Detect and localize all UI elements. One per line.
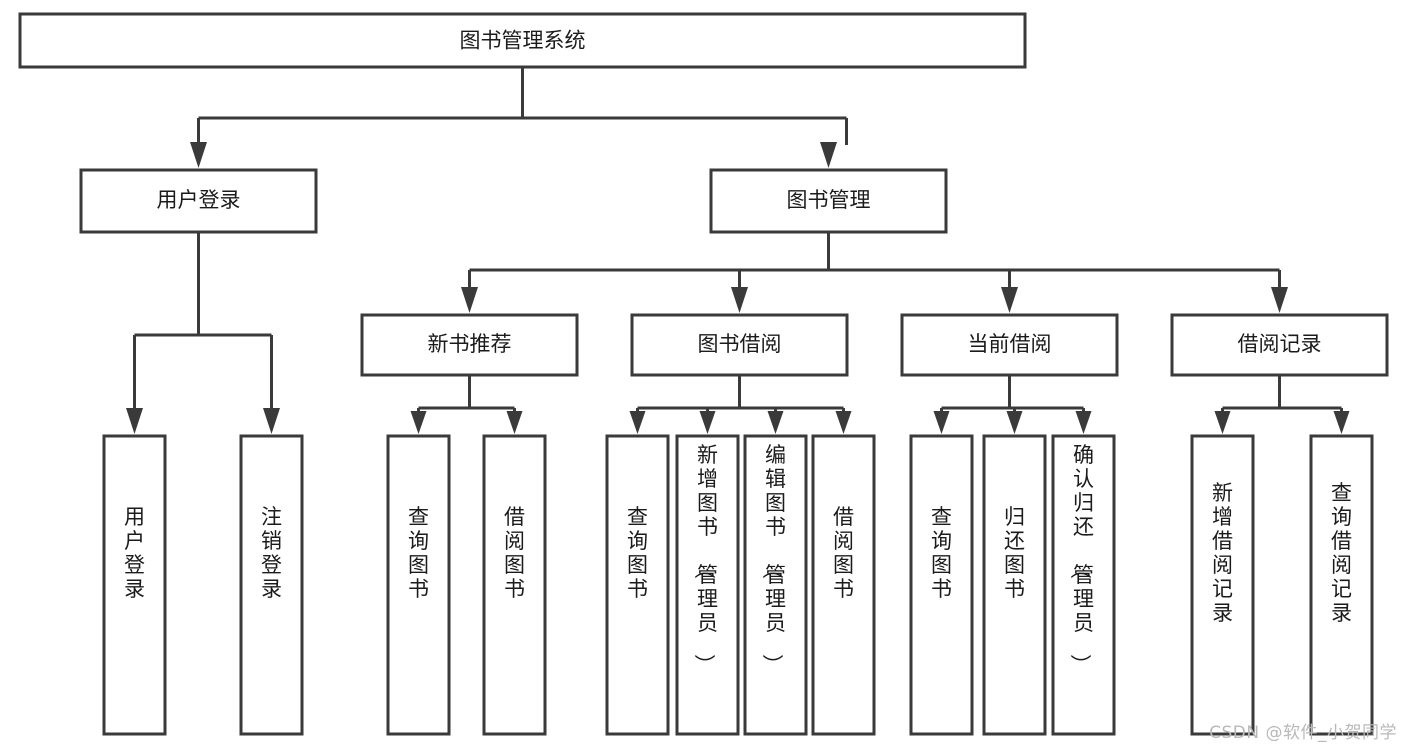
node-box[interactable] <box>1051 434 1116 736</box>
node-label-leaf-user-login: 用户登录 <box>124 505 145 601</box>
arrowhead-borrow-book-a <box>506 411 523 434</box>
node-leaf-query-book-borrow[interactable]: 查询图书 <box>605 434 670 736</box>
node-box[interactable] <box>1190 434 1255 736</box>
edge-layer <box>126 67 1350 434</box>
arrowhead-return-book <box>1006 411 1023 434</box>
node-book-management[interactable]: 图书管理 <box>709 168 948 234</box>
arrowhead-edit-book <box>767 411 784 434</box>
node-root[interactable]: 图书管理系统 <box>18 12 1027 69</box>
node-label-book-borrow: 图书借阅 <box>698 332 782 356</box>
csdn-watermark: CSDN @软件_小贺同学 <box>1209 723 1397 743</box>
node-leaf-borrow-book[interactable]: 借阅图书 <box>811 434 876 736</box>
node-label-leaf-confirm-return: 确认归还（管理员） <box>1068 443 1094 675</box>
node-box[interactable] <box>909 434 974 736</box>
node-box[interactable] <box>18 12 1027 69</box>
arrowhead-borrow-book-b <box>835 411 852 434</box>
node-current-borrow[interactable]: 当前借阅 <box>900 313 1119 377</box>
arrowhead-add-book <box>699 411 716 434</box>
node-box[interactable] <box>482 434 547 736</box>
edge-root-to-level2 <box>190 67 848 168</box>
arrowhead-query-record <box>1333 411 1350 434</box>
node-user-login[interactable]: 用户登录 <box>79 168 318 234</box>
arrowhead-book-borrow <box>731 287 748 313</box>
node-label-root: 图书管理系统 <box>460 29 586 53</box>
node-leaf-confirm-return[interactable]: 确认归还（管理员） <box>1051 434 1116 736</box>
arrowhead-query-book-a <box>410 411 427 434</box>
edge-new-book-rec-to-leaves <box>410 375 523 434</box>
node-new-book-recommendation[interactable]: 新书推荐 <box>360 313 579 377</box>
arrowhead-confirm-return <box>1075 411 1092 434</box>
node-box[interactable] <box>709 168 948 234</box>
node-box[interactable] <box>982 434 1047 736</box>
node-label-leaf-query-book-borrow: 查询图书 <box>627 505 648 601</box>
node-box[interactable] <box>79 168 318 234</box>
node-leaf-query-book-current[interactable]: 查询图书 <box>909 434 974 736</box>
arrowhead-current-borrow <box>1001 287 1018 313</box>
node-leaf-return-book[interactable]: 归还图书 <box>982 434 1047 736</box>
edge-borrow-record-to-leaves <box>1214 375 1350 434</box>
node-label-leaf-return-book: 归还图书 <box>1004 505 1025 601</box>
node-leaf-query-book-new[interactable]: 查询图书 <box>386 434 451 736</box>
node-label-leaf-borrow-book-new: 借阅图书 <box>504 505 525 601</box>
node-leaf-logout[interactable]: 注销登录 <box>239 434 304 736</box>
node-leaf-borrow-book-new[interactable]: 借阅图书 <box>482 434 547 736</box>
arrowhead-new-book-rec <box>461 287 478 313</box>
node-box[interactable] <box>811 434 876 736</box>
arrowhead-borrow-record <box>1271 287 1288 313</box>
node-box[interactable] <box>605 434 670 736</box>
node-box[interactable] <box>630 313 849 377</box>
node-box[interactable] <box>1170 313 1389 377</box>
edge-book-mgmt-to-level3 <box>461 232 1288 313</box>
node-box[interactable] <box>102 434 167 736</box>
node-leaf-add-book[interactable]: 新增图书（管理员） <box>675 434 740 736</box>
node-label-current-borrow: 当前借阅 <box>968 332 1052 356</box>
edge-book-borrow-to-leaves <box>629 375 852 434</box>
node-leaf-query-borrow-record[interactable]: 查询借阅记录 <box>1309 434 1374 736</box>
arrowhead-user-login <box>190 142 207 168</box>
node-label-leaf-edit-book: 编辑图书（管理员） <box>760 443 786 675</box>
node-label-leaf-logout: 注销登录 <box>261 505 282 601</box>
node-layer: 图书管理系统 用户登录 图书管理 新书推荐 图书借阅 <box>18 12 1389 736</box>
node-box[interactable] <box>386 434 451 736</box>
node-box[interactable] <box>1309 434 1374 736</box>
edge-user-login-to-leaves <box>126 232 280 434</box>
arrowhead-query-book-b <box>629 411 646 434</box>
arrowhead-query-book-c <box>933 411 950 434</box>
node-box[interactable] <box>900 313 1119 377</box>
node-borrow-record[interactable]: 借阅记录 <box>1170 313 1389 377</box>
node-label-leaf-add-borrow-record: 新增借阅记录 <box>1212 481 1233 625</box>
edge-current-borrow-to-leaves <box>933 375 1092 434</box>
node-label-leaf-query-borrow-record: 查询借阅记录 <box>1331 481 1352 625</box>
node-leaf-add-borrow-record[interactable]: 新增借阅记录 <box>1190 434 1255 736</box>
arrowhead-leaf-user-login <box>126 408 143 434</box>
node-label-leaf-query-book-new: 查询图书 <box>408 505 429 601</box>
node-leaf-edit-book[interactable]: 编辑图书（管理员） <box>743 434 808 736</box>
arrowhead-book-mgmt <box>820 142 837 168</box>
node-label-leaf-query-book-current: 查询图书 <box>931 505 952 601</box>
node-box[interactable] <box>360 313 579 377</box>
node-box[interactable] <box>675 434 740 736</box>
node-box[interactable] <box>239 434 304 736</box>
node-label-leaf-add-book: 新增图书（管理员） <box>692 443 718 675</box>
node-label-book-management: 图书管理 <box>787 188 871 212</box>
node-label-leaf-borrow-book: 借阅图书 <box>833 505 854 601</box>
node-label-borrow-record: 借阅记录 <box>1238 332 1322 356</box>
arrowhead-add-record <box>1214 411 1231 434</box>
node-book-borrow[interactable]: 图书借阅 <box>630 313 849 377</box>
node-leaf-user-login[interactable]: 用户登录 <box>102 434 167 736</box>
node-label-user-login: 用户登录 <box>157 188 241 212</box>
node-label-new-book-recommendation: 新书推荐 <box>428 332 512 356</box>
node-box[interactable] <box>743 434 808 736</box>
arrowhead-leaf-logout <box>263 408 280 434</box>
